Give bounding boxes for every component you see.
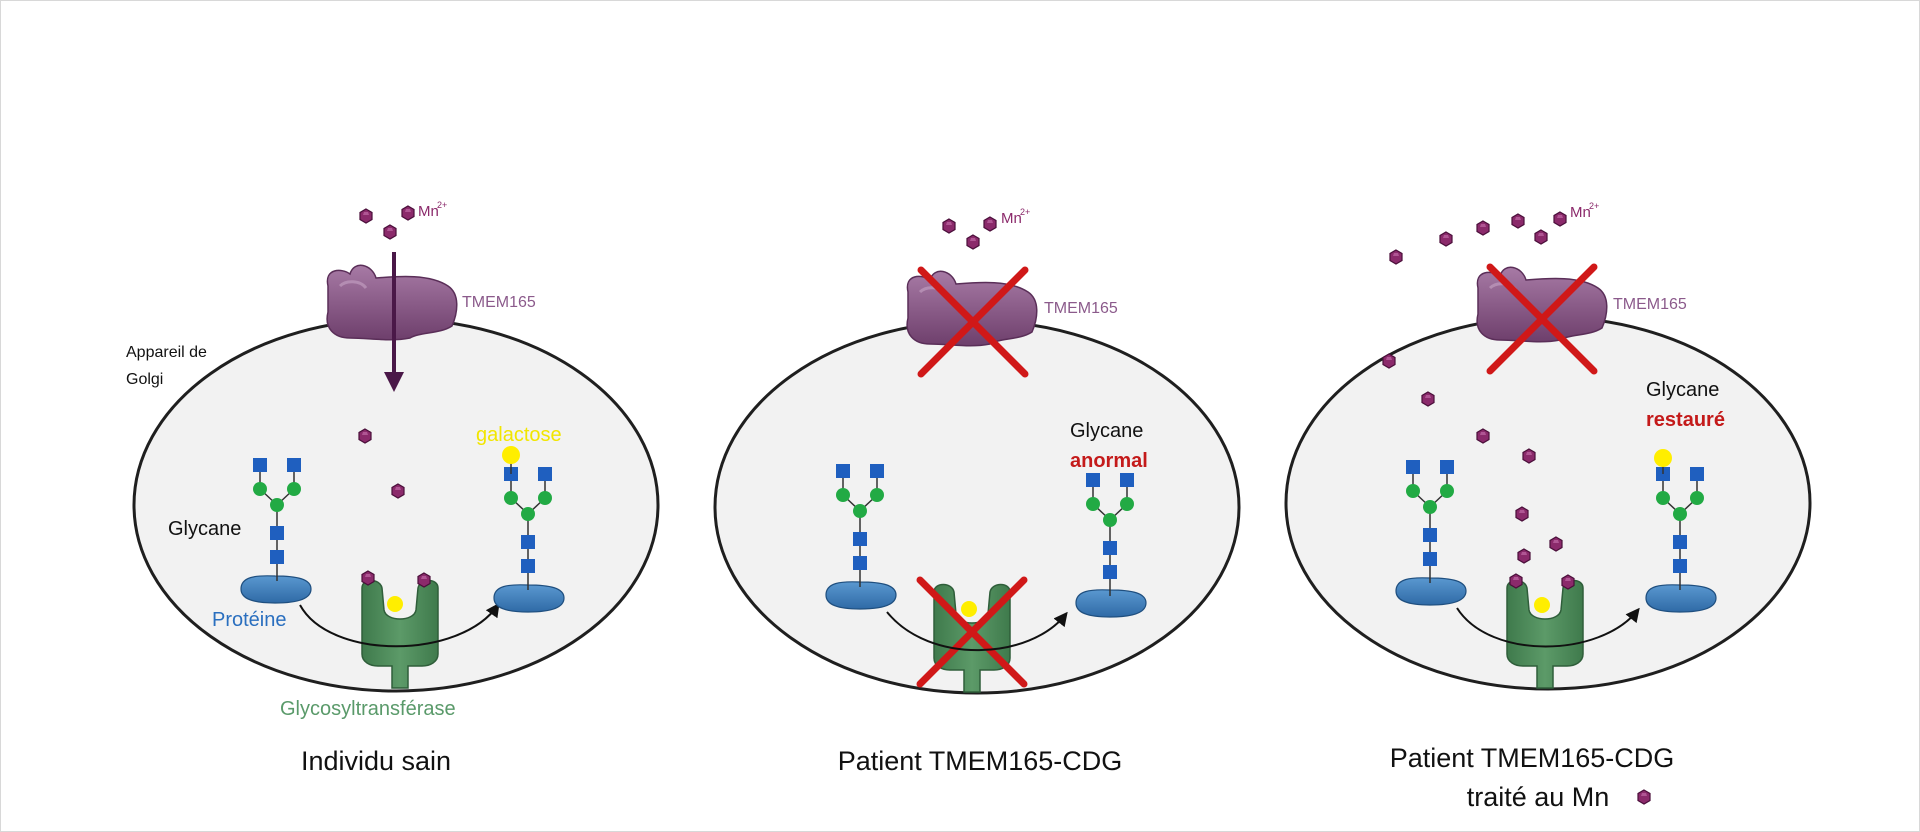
mn-ion <box>358 428 372 444</box>
mn-ion <box>1389 249 1403 265</box>
ion-charge: 2+ <box>1589 201 1599 211</box>
reaction-arrow <box>1456 607 1640 648</box>
protein <box>1075 589 1147 618</box>
reaction-arrow <box>299 602 500 648</box>
protein-label: Protéine <box>212 609 287 631</box>
mn-ion <box>359 208 373 224</box>
mn-ion <box>401 205 415 221</box>
golgi-label-line2: Golgi <box>126 371 163 388</box>
glycan-label: Glycane <box>168 518 241 540</box>
glycan-status-label: Glycane <box>1646 379 1719 401</box>
galactose-sugar <box>961 601 977 617</box>
protein <box>493 584 565 613</box>
protein <box>825 581 897 610</box>
mn-ion <box>942 218 956 234</box>
mn-ion <box>966 234 980 250</box>
galactose-label: galactose <box>476 424 562 446</box>
ion-label: Mn <box>1570 204 1591 221</box>
mn-ion <box>1534 229 1548 245</box>
protein <box>240 575 312 604</box>
mn-ion <box>383 224 397 240</box>
transporter-label: TMEM165 <box>462 294 536 311</box>
panel-caption: Individu sain <box>301 746 451 776</box>
ion-label: Mn <box>1001 210 1022 227</box>
galactose-sugar <box>387 596 403 612</box>
panel-caption-line2: traité au Mn <box>1467 782 1610 812</box>
mn-ion <box>1509 573 1523 589</box>
mn-ion <box>1382 353 1396 369</box>
galactose-sugar <box>1654 449 1672 467</box>
mn-ion <box>983 216 997 232</box>
mn-ion <box>1515 506 1529 522</box>
mn-ion <box>361 570 375 586</box>
mn-ion <box>1522 448 1536 464</box>
protein <box>1395 577 1467 606</box>
mn-ion <box>391 483 405 499</box>
transporter-label: TMEM165 <box>1613 296 1687 313</box>
protein <box>1645 584 1717 613</box>
glycan-status-emphasis: restauré <box>1646 409 1725 431</box>
mn-ion <box>1549 536 1563 552</box>
galactose-sugar <box>1534 597 1550 613</box>
mn-ion <box>417 572 431 588</box>
enzyme-label: Glycosyltransférase <box>280 698 456 720</box>
ion-label: Mn <box>418 203 439 220</box>
mn-ion <box>1476 220 1490 236</box>
panel-patient: Mn 2+ TMEM165 Glycane anormal Patient TM… <box>713 207 1241 776</box>
panel-healthy: Mn 2+ TMEM165 Appareil de Golgi Glycane … <box>126 200 660 776</box>
panel-treated: Mn 2+ TMEM165 Glycane restauré <box>1284 201 1812 812</box>
mn-ion <box>1511 213 1525 229</box>
transporter-label: TMEM165 <box>1044 300 1118 317</box>
tmem165-transporter <box>325 263 459 342</box>
glycan-status-emphasis: anormal <box>1070 450 1148 472</box>
mn-ion <box>1421 391 1435 407</box>
ion-charge: 2+ <box>437 200 447 210</box>
mn-ion <box>1517 548 1531 564</box>
golgi-label-line1: Appareil de <box>126 344 207 361</box>
panel-caption: Patient TMEM165-CDG <box>1390 743 1675 773</box>
galactose-sugar <box>502 446 520 464</box>
mn-ion <box>1553 211 1567 227</box>
mn-ion <box>1561 574 1575 590</box>
panel-caption: Patient TMEM165-CDG <box>838 746 1123 776</box>
mn-ion <box>1439 231 1453 247</box>
mn-ion <box>1476 428 1490 444</box>
glycan-status-label: Glycane <box>1070 420 1143 442</box>
mn-ion <box>1637 789 1651 805</box>
ion-charge: 2+ <box>1020 207 1030 217</box>
reaction-arrow <box>886 611 1068 652</box>
